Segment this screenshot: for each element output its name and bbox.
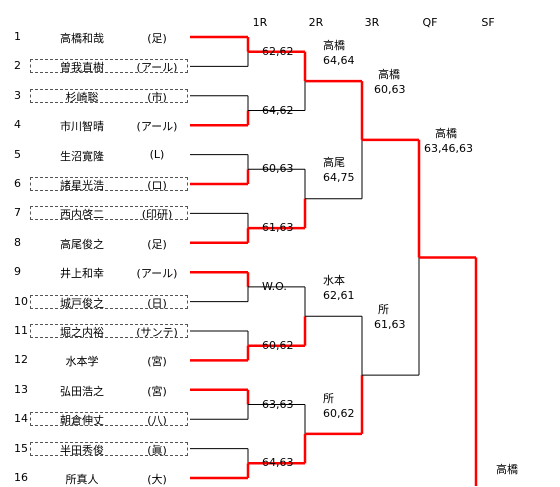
round-header-qf: QF <box>422 16 438 29</box>
r1-score: 61,63 <box>262 221 294 235</box>
player-affiliation: (L) <box>149 147 165 161</box>
r1-score: 62,62 <box>262 44 294 58</box>
player-name: 諸星光浩 <box>60 179 104 192</box>
r2-winner: 高尾 <box>323 156 345 170</box>
player-name: 杉崎聡 <box>65 90 99 104</box>
player-affiliation: (八) <box>147 414 167 428</box>
player-affiliation: (市) <box>147 90 167 104</box>
player-affiliation: (サンテ) <box>136 326 178 339</box>
r2-winner: 水本 <box>323 273 345 287</box>
sf-winner: 高橋 <box>496 462 518 476</box>
player-affiliation: (アール) <box>136 267 178 281</box>
player-name: 所真人 <box>65 473 99 486</box>
r3-winner: 高橋 <box>378 68 400 82</box>
r3-score: 60,63 <box>374 83 406 97</box>
round-header-2r: 2R <box>308 16 324 29</box>
seed-number: 5 <box>14 147 21 161</box>
player-affiliation: (日) <box>147 296 167 310</box>
r3-winner: 所 <box>378 303 389 317</box>
seed-number: 3 <box>14 88 21 102</box>
player-name: 弘田浩之 <box>60 384 104 398</box>
player-affiliation: (眞) <box>147 443 167 457</box>
seed-number: 2 <box>14 59 21 73</box>
player-name: 高尾俊之 <box>60 237 104 251</box>
player-affiliation: (アール) <box>136 61 178 75</box>
seed-number: 16 <box>14 471 28 484</box>
player-affiliation: (アール) <box>136 120 178 134</box>
player-name: 朝倉伸丈 <box>60 414 104 428</box>
r3-score: 61,63 <box>374 318 406 332</box>
r1-score: 60,63 <box>262 162 294 176</box>
round-header-3r: 3R <box>364 16 380 29</box>
player-affiliation: (足) <box>147 32 167 45</box>
seed-number: 12 <box>14 353 28 367</box>
player-box <box>30 412 188 427</box>
seed-number: 9 <box>14 265 21 279</box>
r1-score: 64,62 <box>262 103 294 117</box>
player-affiliation: (大) <box>147 473 167 486</box>
qf-score: 63,46,63 <box>424 141 473 155</box>
seed-number: 7 <box>14 206 21 220</box>
r2-winner: 高橋 <box>323 38 345 52</box>
player-affiliation: (印研) <box>141 208 173 222</box>
round-header-sf: SF <box>481 16 495 29</box>
player-name: 曽我直樹 <box>60 61 104 75</box>
player-name: 城戸俊之 <box>60 296 104 310</box>
seed-number: 6 <box>14 177 21 190</box>
player-name: 堀之内裕 <box>60 326 104 339</box>
player-affiliation: (宮) <box>147 355 167 369</box>
seed-number: 14 <box>14 412 28 426</box>
player-box <box>30 177 188 191</box>
r2-score: 64,64 <box>323 53 355 67</box>
player-box <box>30 324 188 338</box>
seed-number: 15 <box>14 441 28 455</box>
seed-number: 8 <box>14 235 21 249</box>
r1-score: 64,63 <box>262 456 294 470</box>
seed-number: 10 <box>14 294 28 308</box>
player-box <box>30 88 188 103</box>
player-box <box>30 294 188 309</box>
r2-score: 64,75 <box>323 171 355 185</box>
seed-number: 11 <box>14 324 28 337</box>
r2-score: 62,61 <box>323 288 355 302</box>
player-name: 高橋和哉 <box>60 32 104 45</box>
player-box <box>30 206 188 221</box>
r1-score: 63,63 <box>262 397 294 411</box>
round-header-1r: 1R <box>252 16 268 29</box>
player-name: 市川智晴 <box>60 120 104 134</box>
player-affiliation: (宮) <box>147 384 167 398</box>
r2-score: 60,62 <box>323 406 355 420</box>
player-box <box>30 59 188 74</box>
player-name: 生沼寛隆 <box>60 149 104 163</box>
r2-winner: 所 <box>323 391 334 405</box>
seed-number: 4 <box>14 118 21 132</box>
r1-score: 60,62 <box>262 338 294 352</box>
player-name: 半田秀俊 <box>60 443 104 457</box>
player-affiliation: (ロ) <box>147 179 167 192</box>
player-name: 西内啓二 <box>60 208 104 222</box>
player-name: 水本学 <box>65 355 99 369</box>
seed-number: 13 <box>14 382 28 396</box>
seed-number: 1 <box>14 30 21 43</box>
qf-winner: 高橋 <box>435 126 457 140</box>
r1-score: W.O. <box>262 279 287 293</box>
player-box <box>30 441 188 456</box>
player-affiliation: (足) <box>147 237 167 251</box>
player-name: 井上和幸 <box>60 267 104 281</box>
